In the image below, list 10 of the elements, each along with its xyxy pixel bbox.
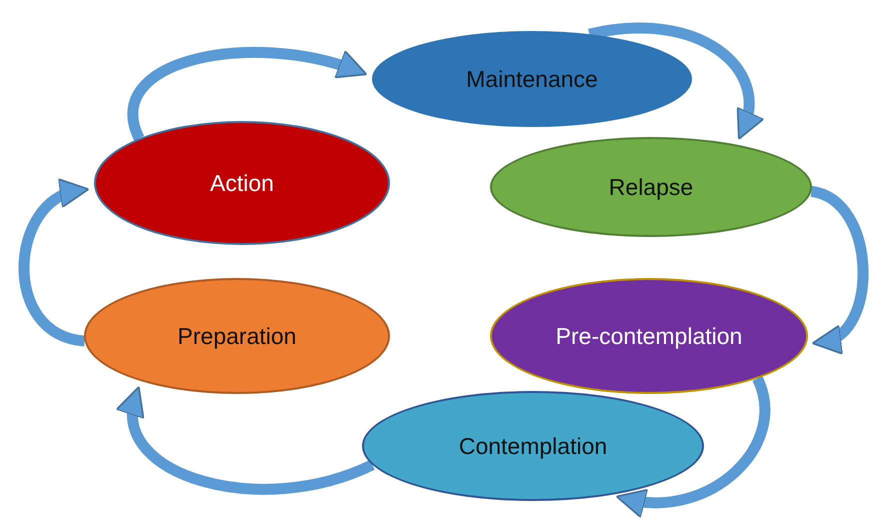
stage-label: Pre-contemplation [556,322,742,350]
stage-label: Contemplation [458,432,608,460]
curved-arrow [118,386,374,495]
curved-arrow [810,186,868,351]
stage-label: Relapse [608,172,694,202]
stage-label: Preparation [178,322,296,350]
stage-label: Maintenance [466,64,598,94]
curved-arrow [616,376,770,517]
curved-arrow [18,181,89,346]
stage-label: Action [210,168,274,198]
